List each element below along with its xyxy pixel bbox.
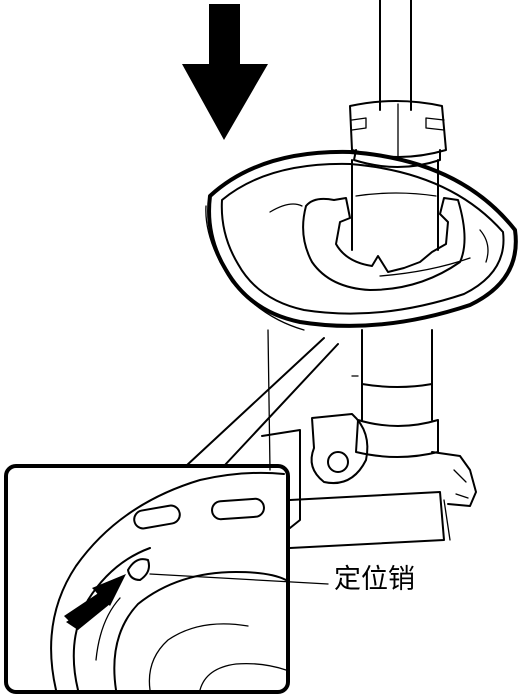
- diagonal-arrow-icon: [64, 574, 126, 630]
- piston-rod: [379, 0, 412, 111]
- detail-inset: [4, 464, 329, 694]
- pin-label-leader: [149, 573, 329, 585]
- callout-leader-lines: [185, 337, 339, 467]
- down-arrow-icon: [182, 4, 268, 140]
- knuckle-bracket: [261, 413, 477, 549]
- locating-pin-label: 定位销: [334, 564, 415, 595]
- upper-cylinder: [351, 159, 439, 251]
- locating-pin: [127, 558, 150, 581]
- spring-seat: [205, 149, 518, 331]
- shock-body: [267, 329, 439, 471]
